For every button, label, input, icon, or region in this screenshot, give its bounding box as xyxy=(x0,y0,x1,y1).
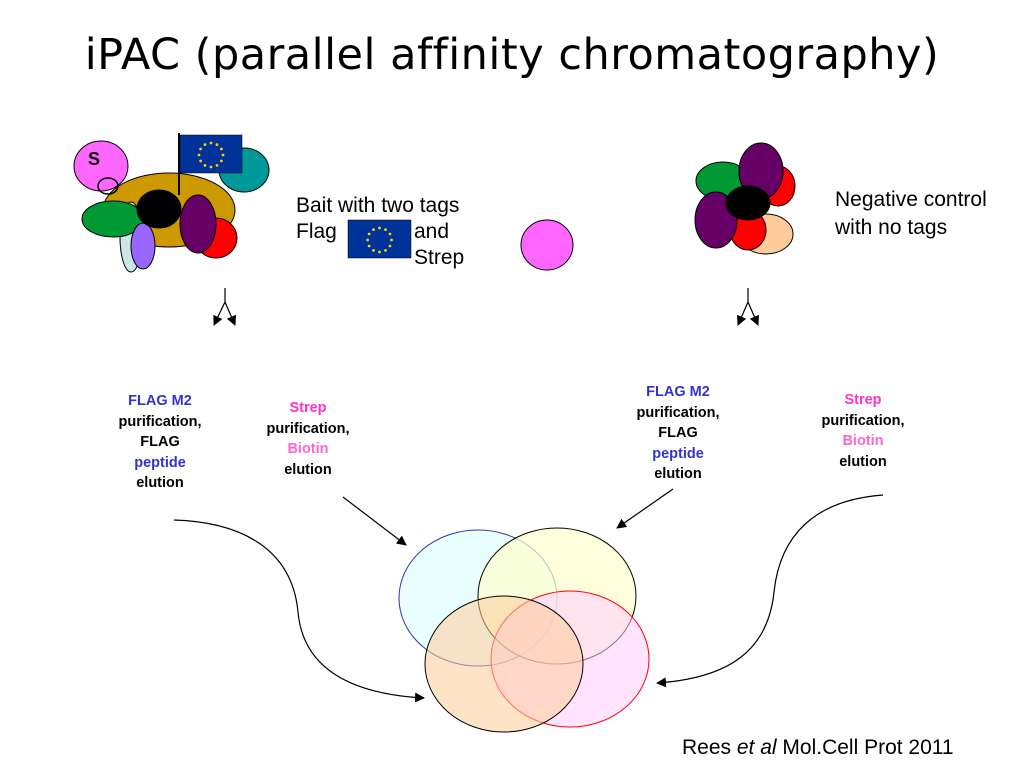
strep-tag-s-letter: S xyxy=(88,149,100,170)
label-strep-left-l4: elution xyxy=(238,460,378,481)
label-flag-right-l5: elution xyxy=(608,464,748,485)
label-strep-right-l3: Biotin xyxy=(793,431,933,452)
venn-circle-flag-right xyxy=(425,596,583,732)
bait-complex xyxy=(74,133,269,272)
bait-caption: Bait with two tags Flag and Strep xyxy=(296,193,459,245)
label-flag-left-l4: peptide xyxy=(90,453,230,474)
split-arrow-right xyxy=(738,288,758,325)
bait-black-subunit xyxy=(137,190,181,228)
label-flag-right-l1: FLAG M2 xyxy=(608,382,748,403)
label-strep-left-l1: Strep xyxy=(238,398,378,419)
split-arrow-left xyxy=(214,288,235,325)
label-strep-left-l3: Biotin xyxy=(238,439,378,460)
label-flag-left-l2: purification, xyxy=(90,412,230,433)
bait-caption-line2: Flag and Strep xyxy=(296,219,459,245)
label-flag-right-l2: purification, xyxy=(608,403,748,424)
neg-black-subunit xyxy=(726,186,770,220)
label-strep-left: Strep purification, Biotin elution xyxy=(238,398,378,480)
label-flag-right: FLAG M2 purification, FLAG peptide eluti… xyxy=(608,382,748,485)
label-flag-right-l3: FLAG xyxy=(608,423,748,444)
citation-author: Rees xyxy=(682,736,737,759)
arrow-strep-left xyxy=(343,497,406,545)
negative-caption-line1: Negative control xyxy=(835,186,987,214)
label-strep-right-l2: purification, xyxy=(793,411,933,432)
strep-tag-inline-circle xyxy=(521,220,573,270)
negative-control-complex xyxy=(695,143,795,254)
strep-tag-circle xyxy=(74,141,128,191)
negative-control-caption: Negative control with no tags xyxy=(835,186,987,242)
label-flag-left-l1: FLAG M2 xyxy=(90,391,230,412)
flag-tag-eu-flag-icon xyxy=(180,135,242,173)
bait-and-strep: and Strep xyxy=(414,219,464,271)
label-flag-left-l5: elution xyxy=(90,473,230,494)
label-flag-left-l3: FLAG xyxy=(90,432,230,453)
bait-purple-subunit xyxy=(180,195,216,253)
citation-etal: et al xyxy=(737,736,777,759)
bait-flag-word: Flag xyxy=(296,219,337,245)
arrow-flag-right xyxy=(617,489,673,528)
negative-caption-line2: with no tags xyxy=(835,214,987,242)
arrow-flag-left xyxy=(174,520,424,698)
label-strep-right-l1: Strep xyxy=(793,390,933,411)
bait-caption-line1: Bait with two tags xyxy=(296,193,459,219)
bait-lavender-subunit xyxy=(131,223,155,269)
arrow-strep-right xyxy=(657,495,883,683)
citation-journal: Mol.Cell Prot 2011 xyxy=(777,736,954,759)
label-flag-right-l4: peptide xyxy=(608,444,748,465)
label-strep-left-l2: purification, xyxy=(238,419,378,440)
label-flag-left: FLAG M2 purification, FLAG peptide eluti… xyxy=(90,391,230,494)
venn-diagram xyxy=(399,528,649,732)
label-strep-right-l4: elution xyxy=(793,452,933,473)
label-strep-right: Strep purification, Biotin elution xyxy=(793,390,933,472)
citation: Rees et al Mol.Cell Prot 2011 xyxy=(682,736,954,760)
